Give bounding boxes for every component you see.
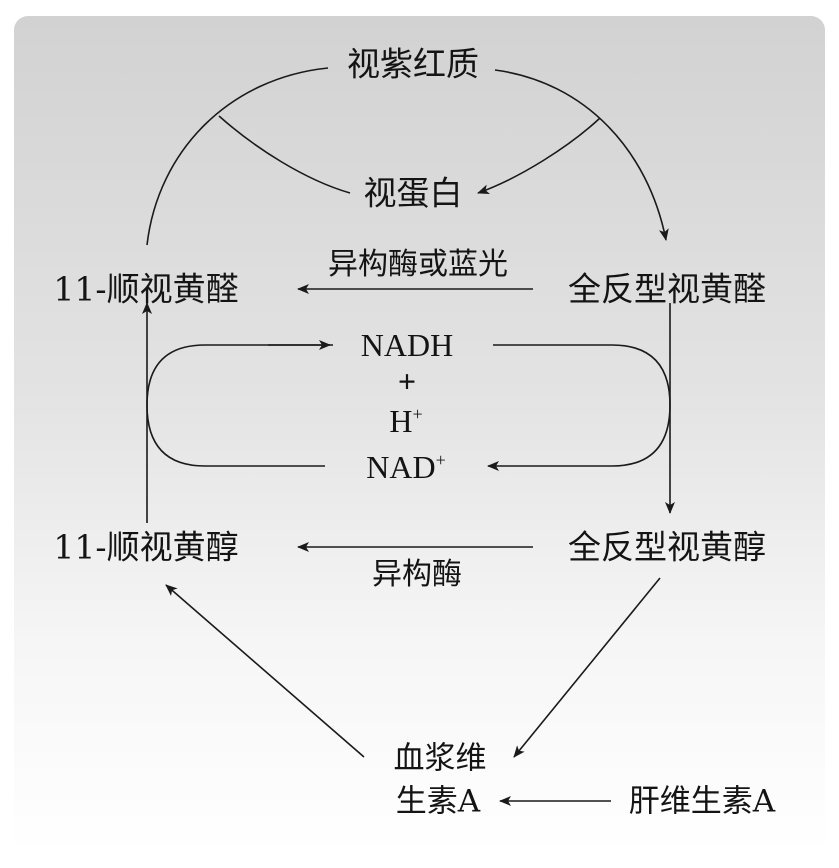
cis-retinal-label: 11-顺视黄醛 <box>53 269 239 309</box>
arc-cis-retinal-to-rhodopsin <box>146 67 329 246</box>
branch-right-to-opsin <box>477 117 601 195</box>
opsin-label: 视蛋白 <box>363 173 463 213</box>
trans-retinol-label: 全反型视黄醇 <box>568 527 766 567</box>
arrow-trans-retinol-to-plasma-va <box>513 577 661 758</box>
hydrogen-ion-label: H+ <box>389 403 423 439</box>
arrow-plasma-va-to-cis-retinol <box>165 584 365 758</box>
nadh-loop-right <box>487 344 671 471</box>
branch-left-to-opsin <box>218 115 351 194</box>
trans-retinal-label: 全反型视黄醛 <box>568 269 766 309</box>
plasma-vitamin-a-line2: 生素A <box>395 783 481 820</box>
plasma-vitamin-a-line1: 血浆维 <box>393 740 487 777</box>
liver-vitamin-a-label: 肝维生素A <box>628 783 776 820</box>
nadh-label: NADH <box>360 327 454 363</box>
nadh-loop-top <box>146 344 333 467</box>
arc-rhodopsin-to-trans-retinal <box>494 69 669 241</box>
plus-sign: + <box>397 363 417 399</box>
isomerase-or-blue-light-label: 异构酶或蓝光 <box>328 247 508 282</box>
rhodopsin-label: 视紫红质 <box>347 44 479 84</box>
cis-retinol-label: 11-顺视黄醇 <box>53 527 239 567</box>
nad-label: NAD+ <box>366 449 446 485</box>
isomerase-label: 异构酶 <box>372 557 462 592</box>
diagram-background <box>14 16 825 854</box>
